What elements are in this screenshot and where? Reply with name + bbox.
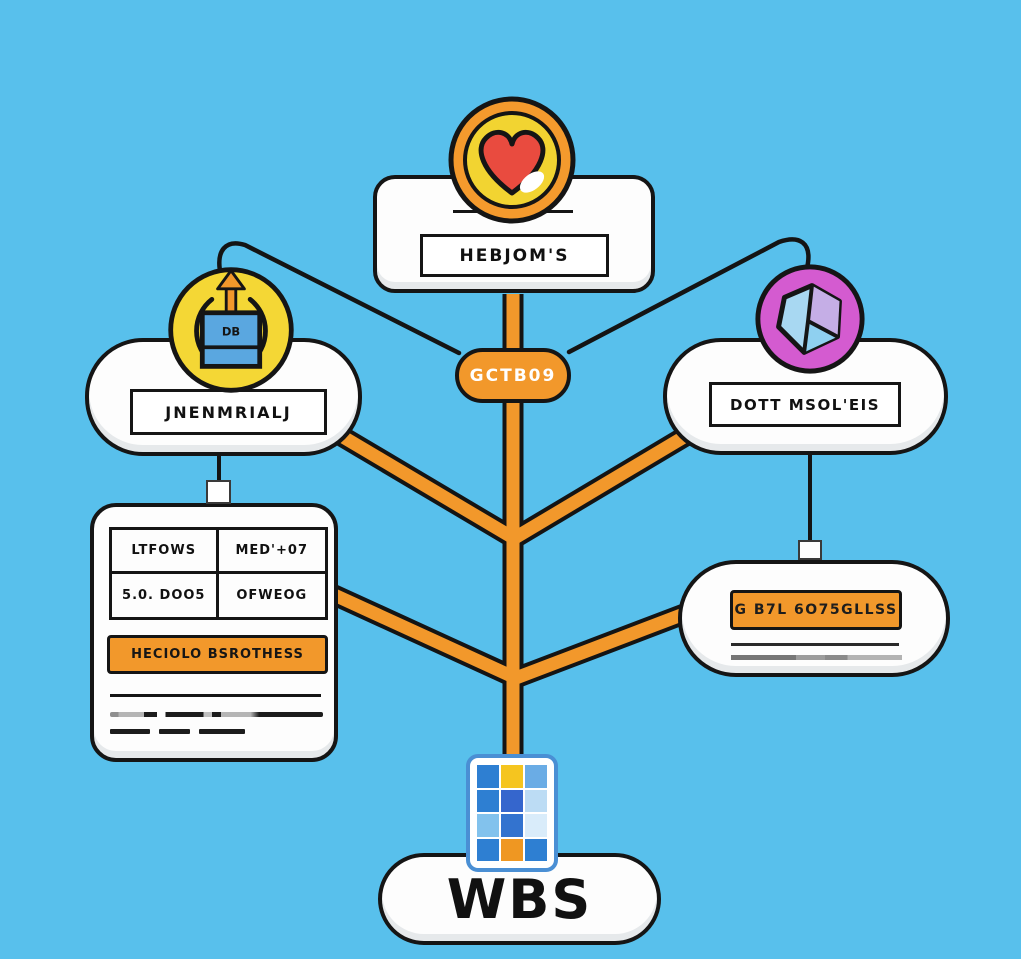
table-cell: MED'+07 [218, 530, 325, 574]
right-node-label-box: DOTT MSOL'EIS [709, 382, 901, 427]
table-cell: 5.0. DOO5 [112, 573, 219, 617]
left-detail-card: LTFOWS MED'+07 5.0. DOO5 OFWEOG HECIOLO … [90, 503, 338, 762]
code-chip: G B7L 6O75GLLSS [730, 590, 902, 630]
top-node: HEBJOM'S [373, 175, 655, 293]
center-badge-label: GCTB09 [469, 365, 557, 386]
calendar-grid-icon [466, 754, 558, 872]
database-icon-label: DB [222, 325, 240, 339]
gem-icon [755, 264, 865, 374]
text-line-placeholder [731, 655, 902, 660]
code-chip-label: G B7L 6O75GLLSS [734, 602, 898, 618]
highlight-banner: HECIOLO BSROTHESS [107, 635, 328, 674]
right-detail-card: G B7L 6O75GLLSS [678, 560, 950, 677]
connector-tab-left [206, 480, 231, 504]
top-node-label: HEBJOM'S [459, 245, 570, 266]
database-upload-icon: DB [168, 267, 294, 393]
left-node-label: JNENMRIALJ [165, 402, 292, 422]
highlight-banner-label: HECIOLO BSROTHESS [131, 647, 304, 662]
text-line-placeholder [110, 712, 323, 717]
text-dashes-placeholder [110, 729, 323, 734]
left-node-label-box: JNENMRIALJ [130, 389, 327, 435]
table-cell: LTFOWS [112, 530, 219, 574]
table-cell: OFWEOG [236, 587, 308, 603]
detail-table: LTFOWS MED'+07 5.0. DOO5 OFWEOG [109, 527, 328, 620]
heart-coin-icon [448, 96, 576, 224]
top-node-label-box: HEBJOM'S [420, 234, 609, 277]
bottom-node-label: WBS [446, 867, 593, 931]
center-badge: GCTB09 [455, 348, 571, 403]
connector-tab-right [798, 540, 822, 560]
text-line-placeholder [731, 643, 899, 646]
divider-line [110, 694, 321, 697]
thin-wire-right [566, 237, 811, 355]
right-node-label: DOTT MSOL'EIS [730, 395, 880, 414]
